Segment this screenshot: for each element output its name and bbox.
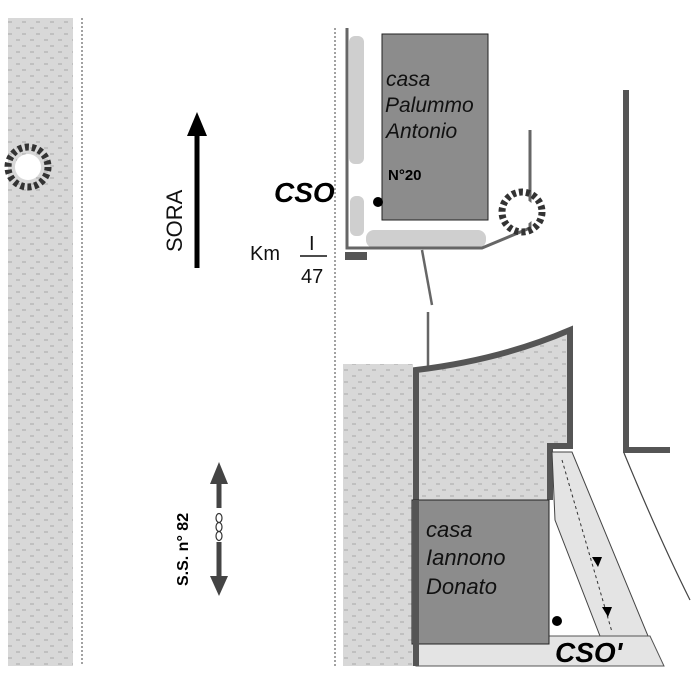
building-wall-right bbox=[623, 90, 670, 453]
km-stone bbox=[345, 252, 367, 260]
property-wall-top bbox=[345, 28, 532, 250]
house-palummo-line2: Palummo bbox=[385, 94, 474, 117]
house-iannono-line1: casa bbox=[426, 517, 472, 542]
km-denominator: 47 bbox=[301, 266, 323, 288]
flow-arrow-icon bbox=[592, 557, 602, 567]
courtyard bbox=[416, 330, 570, 500]
curb-line bbox=[623, 452, 691, 601]
cso-label: CSO bbox=[274, 177, 335, 208]
north-arrow-icon bbox=[187, 112, 207, 268]
manhole-dot-icon bbox=[552, 616, 562, 626]
manhole-dot-icon bbox=[373, 197, 383, 207]
culvert-icon bbox=[215, 512, 223, 542]
hedge bbox=[349, 36, 486, 248]
house-palummo-line1: casa bbox=[386, 68, 430, 91]
left-sidewalk bbox=[8, 18, 73, 666]
road-label: S.S. n° 82 bbox=[175, 513, 192, 586]
cso-prime-label: CSO' bbox=[555, 637, 624, 668]
house-iannono-line3: Donato bbox=[426, 574, 497, 599]
direction-label: SORA bbox=[162, 189, 187, 252]
drain-line bbox=[420, 249, 434, 306]
tree-icon bbox=[4, 143, 52, 191]
house-iannono-line2: Iannono bbox=[426, 545, 506, 570]
tree-icon bbox=[498, 188, 546, 236]
flow-arrow-icon bbox=[602, 607, 612, 617]
house-iannono bbox=[411, 499, 550, 645]
house-palummo-line3: Antonio bbox=[384, 120, 458, 143]
lower-sidewalk bbox=[343, 364, 413, 666]
culvert-channel bbox=[551, 451, 649, 637]
road-double-arrow-icon bbox=[210, 462, 228, 596]
house-number: N°20 bbox=[388, 167, 422, 184]
km-label: Km bbox=[250, 243, 280, 265]
property-wall-bottom bbox=[413, 325, 573, 666]
km-numerator: I bbox=[309, 233, 315, 255]
house-palummo bbox=[381, 33, 489, 221]
